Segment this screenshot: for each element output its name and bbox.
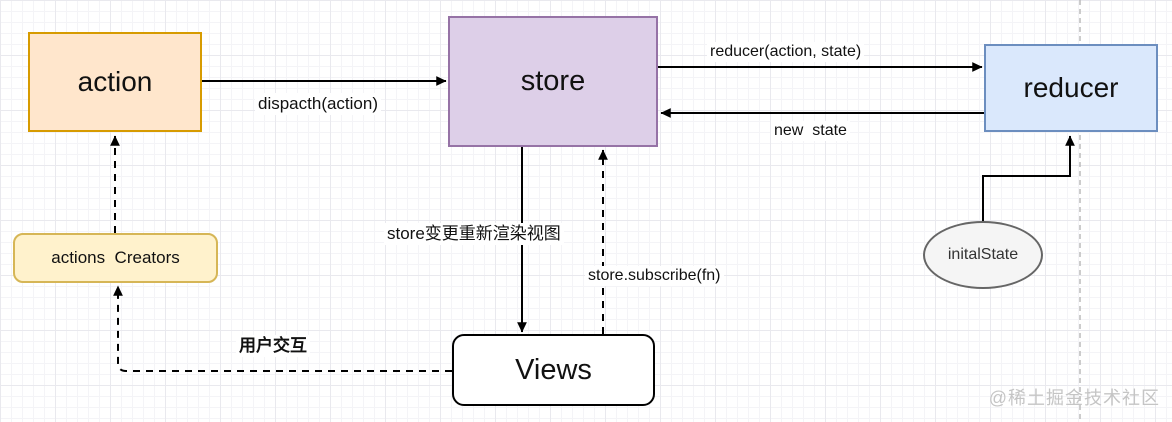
edge-label-dispatch: dispacth(action) (255, 93, 382, 115)
edge-label-user-interaction: 用户交互 (236, 335, 310, 357)
node-views-label: Views (515, 353, 592, 386)
node-store-label: store (520, 65, 586, 97)
watermark: @稀土掘金技术社区 (988, 388, 1160, 408)
arrow-views-to-actions-creators (113, 285, 452, 372)
node-reducer-label: reducer (1023, 72, 1119, 103)
edge-label-new-state: new state (771, 121, 850, 142)
edge-label-rerender: store变更重新渲染视图 (384, 223, 564, 245)
node-actions-creators: actions Creators (13, 233, 218, 283)
edge-label-subscribe: store.subscribe(fn) (585, 266, 724, 287)
node-action-label: action (77, 66, 153, 97)
node-views: Views (452, 334, 655, 406)
node-inital-state: initalState (923, 221, 1043, 289)
node-inital-state-label: initalState (947, 246, 1019, 263)
arrow-initalstate-to-reducer (982, 135, 1075, 221)
node-store: store (448, 16, 658, 147)
node-actions-creators-label: actions Creators (51, 248, 180, 267)
node-reducer: reducer (984, 44, 1158, 132)
node-action: action (28, 32, 202, 132)
edge-label-reducer-call: reducer(action, state) (707, 42, 865, 63)
